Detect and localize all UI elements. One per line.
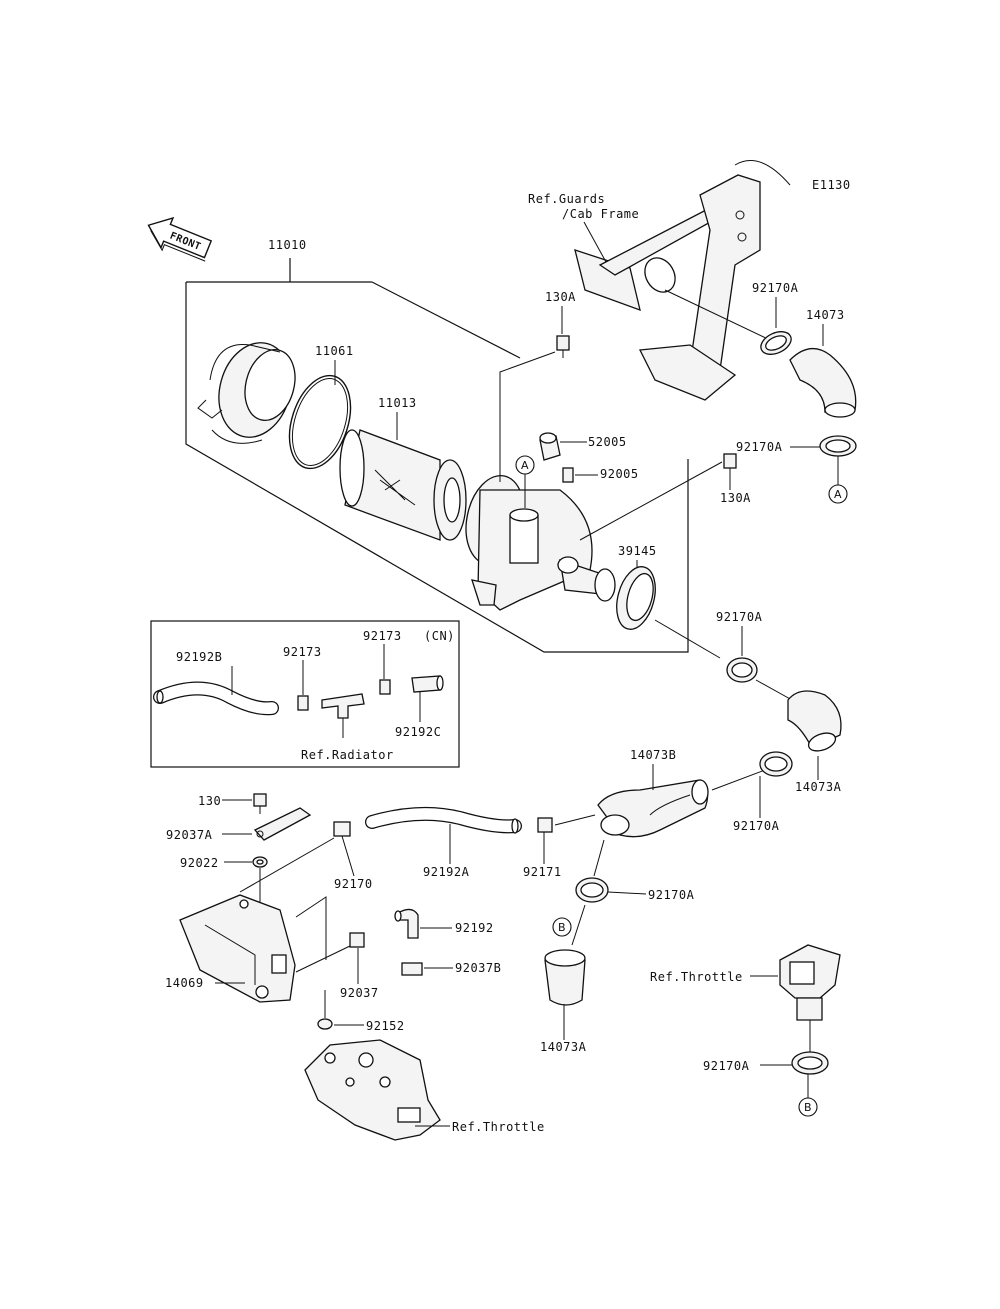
- label-14073A-1: 14073A: [795, 780, 842, 794]
- cap-52005: [539, 432, 561, 461]
- label-92171: 92171: [523, 865, 562, 879]
- clamp-92170A-3: [726, 657, 758, 683]
- diagram-code: E1130: [812, 178, 851, 192]
- label-cn: (CN): [424, 629, 455, 643]
- callout-a-clamp-label: A: [834, 488, 842, 501]
- joint-14073B: [597, 779, 709, 838]
- callout-b-duct: [552, 917, 572, 937]
- clamp-92170A-6: [791, 1051, 829, 1075]
- bolt-130A-right: [723, 453, 737, 469]
- label-14069: 14069: [165, 976, 204, 990]
- washer-92022: [252, 856, 268, 868]
- label-92192C: 92192C: [395, 725, 441, 739]
- elbow-duct-14073: [789, 348, 857, 418]
- label-ref-throttle-bottom: Ref.Throttle: [452, 1120, 545, 1134]
- label-52005: 52005: [588, 435, 627, 449]
- label-92170: 92170: [334, 877, 373, 891]
- label-14073: 14073: [806, 308, 845, 322]
- tee-joint: [321, 693, 365, 719]
- air-cleaner-assembly-outline: [185, 258, 689, 653]
- label-92192B: 92192B: [176, 650, 222, 664]
- callout-b-duct-label: B: [558, 921, 566, 934]
- clip-92170: [333, 821, 351, 837]
- duct-14073A-2: [544, 949, 586, 1006]
- callout-a-case-label: A: [521, 459, 529, 472]
- label-ref-cab-frame: /Cab Frame: [562, 207, 639, 221]
- label-39145: 39145: [618, 544, 657, 558]
- nut-92152: [317, 1018, 333, 1030]
- hose-92192A: [365, 806, 522, 834]
- bolt-130: [253, 793, 267, 814]
- label-92170A-6: 92170A: [703, 1059, 750, 1073]
- label-92037: 92037: [340, 986, 379, 1000]
- label-11061: 11061: [315, 344, 354, 358]
- label-92170A-5: 92170A: [648, 888, 695, 902]
- air-filter-element-11013: [339, 429, 467, 541]
- bracket-14069: [179, 894, 296, 1003]
- label-92192: 92192: [455, 921, 494, 935]
- label-92022: 92022: [180, 856, 219, 870]
- cab-frame-guard: [574, 160, 791, 401]
- label-92173-2: 92173: [363, 629, 402, 643]
- clamp-92170A-1: [760, 331, 792, 355]
- label-130: 130: [198, 794, 221, 808]
- hose-92192C: [411, 675, 444, 693]
- duct-14073A-1: [787, 690, 842, 752]
- callout-b-clamp-label: B: [804, 1101, 812, 1114]
- label-92170A-2: 92170A: [736, 440, 783, 454]
- clamp-92170A-2: [819, 435, 857, 457]
- throttle-body-bottom: [304, 1039, 441, 1141]
- hose-92192B: [153, 681, 279, 716]
- label-92037B: 92037B: [455, 961, 501, 975]
- label-92037A: 92037A: [166, 828, 213, 842]
- label-ref-throttle-right: Ref.Throttle: [650, 970, 743, 984]
- label-14073A-2: 14073A: [540, 1040, 587, 1054]
- clip-92037B: [401, 962, 423, 976]
- clip-92173-1: [297, 695, 309, 711]
- label-92173-1: 92173: [283, 645, 322, 659]
- label-92005: 92005: [600, 467, 639, 481]
- throttle-body-right: [779, 944, 841, 1021]
- label-ref-guards: Ref.Guards: [528, 192, 605, 206]
- air-cleaner-case: [465, 474, 616, 611]
- label-92192A: 92192A: [423, 865, 470, 879]
- label-130A-right: 130A: [720, 491, 751, 505]
- label-92170A-4: 92170A: [733, 819, 780, 833]
- label-11010: 11010: [268, 238, 307, 252]
- label-92170A-3: 92170A: [716, 610, 763, 624]
- label-92152: 92152: [366, 1019, 405, 1033]
- ring-39145: [616, 566, 656, 630]
- label-92170A-1: 92170A: [752, 281, 799, 295]
- label-130A-top: 130A: [545, 290, 576, 304]
- label-14073B: 14073B: [630, 748, 676, 762]
- hose-92192: [394, 908, 419, 939]
- air-cleaner-cap: [197, 342, 296, 444]
- clamp-92170A-5: [575, 877, 609, 903]
- fitting-92005: [562, 467, 574, 483]
- label-ref-radiator: Ref.Radiator: [301, 748, 394, 762]
- label-11013: 11013: [378, 396, 417, 410]
- bolt-130A-top: [556, 335, 570, 358]
- clip-92171: [537, 817, 553, 833]
- clip-92173-2: [379, 679, 391, 695]
- clamp-92170A-4: [759, 751, 793, 777]
- clip-92037: [349, 932, 365, 948]
- stay-92037A: [253, 807, 312, 841]
- front-arrow-icon: FRONT: [147, 216, 213, 262]
- cn-inset-box: [150, 620, 460, 768]
